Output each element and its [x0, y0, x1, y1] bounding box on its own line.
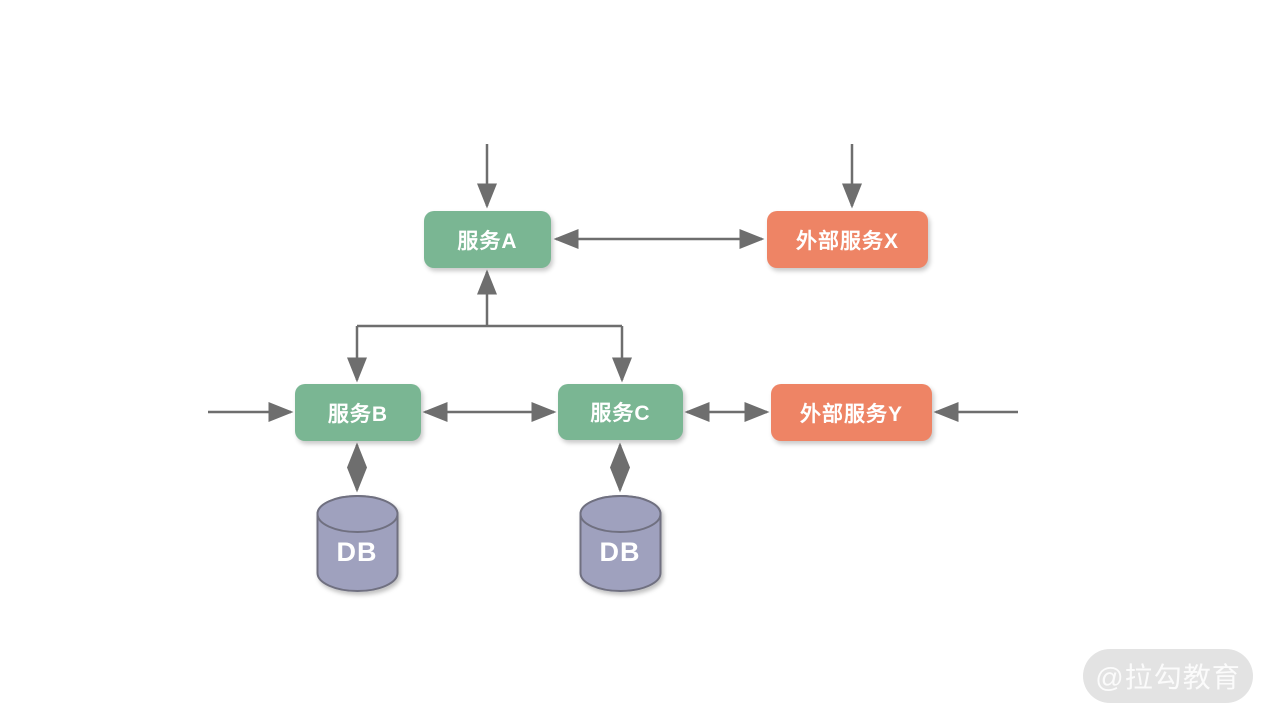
database-cylinder-c [579, 495, 662, 592]
watermark-badge: @拉勾教育 [1083, 649, 1253, 703]
database-b-label: DB [336, 537, 378, 567]
node-external-service-y: 外部服务Y [771, 384, 932, 441]
node-service-a-label: 服务A [457, 229, 518, 253]
node-service-c-label: 服务C [590, 402, 651, 425]
node-external-service-x: 外部服务X [767, 211, 928, 268]
database-cylinder-b [316, 495, 399, 592]
watermark-text: @拉勾教育 [1095, 662, 1241, 693]
node-external-service-y-label: 外部服务Y [799, 402, 903, 426]
node-service-b: 服务B [295, 384, 421, 441]
node-service-c: 服务C [558, 384, 683, 440]
database-c-label: DB [599, 537, 641, 567]
node-external-service-x-label: 外部服务X [795, 229, 899, 253]
node-service-b-label: 服务B [327, 402, 389, 426]
node-service-a: 服务A [424, 211, 551, 268]
